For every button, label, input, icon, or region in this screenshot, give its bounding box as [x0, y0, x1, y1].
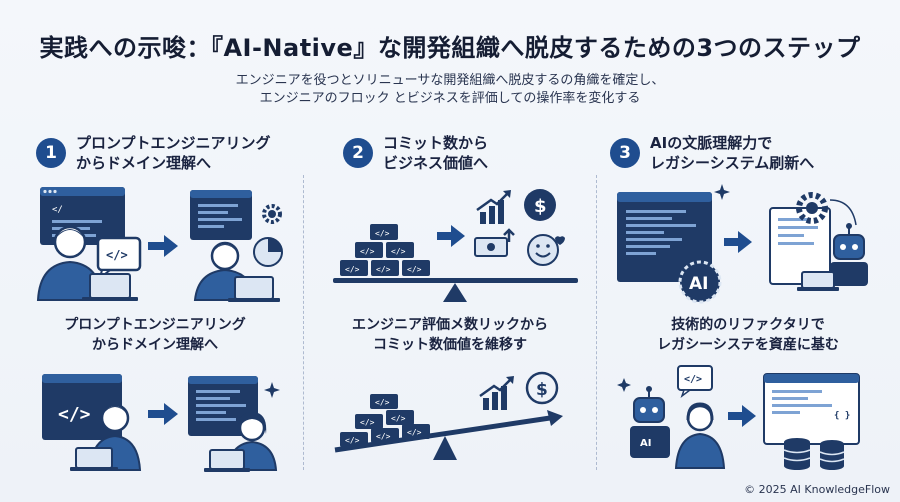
- step-3-caption-line-2: レガシーシステを資産に基む: [657, 337, 839, 353]
- laptop-icon: [228, 276, 280, 302]
- step-2-header: 2 コミット数から ビジネス価値へ: [343, 128, 488, 178]
- cycle-arrow-icon: [829, 199, 857, 226]
- column-divider-1: [303, 175, 304, 470]
- seesaw-icon: [333, 278, 578, 302]
- ai-glyph: AI: [640, 438, 651, 449]
- dollar-glyph: $: [536, 380, 548, 400]
- cash-icon: [474, 228, 515, 257]
- developer-icon: [88, 403, 142, 471]
- code-glyph: </>: [391, 247, 406, 256]
- step-3-bottom-illustration: </> AI { }: [617, 365, 860, 470]
- pie-chart-icon: [253, 237, 283, 267]
- step-1-header: 1 プロンプトエンジニアリング からドメイン理解へ: [36, 128, 271, 178]
- dollar-coin-icon: $: [525, 371, 559, 405]
- step-1-caption-line-2: からドメイン理解へ: [92, 337, 218, 353]
- code-glyph: </>: [375, 229, 390, 238]
- step-3-caption-line-1: 技術的のリファクタリで: [671, 317, 825, 333]
- gear-icon: [796, 192, 828, 224]
- step-2-bottom-illustration: </> </> </> </> </> </> $: [334, 371, 563, 460]
- code-glyph: </>: [360, 418, 375, 427]
- code-glyph: </>: [684, 374, 702, 385]
- step-3-top-illustration: AI: [617, 184, 868, 304]
- laptop-icon: [70, 447, 118, 471]
- code-glyph: </>: [360, 247, 375, 256]
- step-1-title-line-2: からドメイン理解へ: [76, 154, 212, 172]
- step-1-title-line-1: プロンプトエンジニアリング: [76, 134, 271, 152]
- step-1-caption: プロンプトエンジニアリング からドメイン理解へ: [5, 315, 305, 355]
- code-glyph: </>: [58, 404, 91, 425]
- step-1-caption-line-1: プロンプトエンジニアリング: [64, 317, 246, 333]
- step-2-caption-line-2: コミット数価値を維移す: [373, 337, 527, 353]
- speech-bubble-code-icon: </>: [677, 365, 713, 399]
- code-glyph: </>: [407, 428, 422, 437]
- developer-icon: [674, 402, 726, 469]
- code-window-icon: { }: [763, 373, 860, 445]
- dollar-glyph: $: [534, 196, 547, 217]
- step-1-top-illustration: </ </>: [36, 187, 283, 302]
- page-title: 実践への示唆：『AI-Native』な開発組織へ脱皮するための3つのステップ: [39, 34, 861, 62]
- step-3-caption: 技術的のリファクタリで レガシーシステを資産に基む: [598, 315, 898, 355]
- code-window-icon: [617, 192, 712, 282]
- arrow-right-icon: [437, 225, 465, 247]
- sparkle-icon: [264, 382, 280, 398]
- smile-icon: [527, 234, 565, 266]
- code-glyph: </>: [376, 432, 391, 441]
- sparkle-icon: [617, 378, 631, 392]
- column-divider-2: [596, 175, 597, 470]
- step-3-number: 3: [610, 138, 640, 168]
- bar-chart-icon: [479, 376, 514, 410]
- step-3-header: 3 AIの文脈理解力で レガシーシステム刷新へ: [610, 128, 814, 178]
- code-glyph: </>: [106, 248, 128, 262]
- code-glyph: </>: [391, 414, 406, 423]
- ai-glyph: AI: [689, 274, 708, 294]
- code-glyph: </>: [375, 398, 390, 407]
- step-2-title-line-1: コミット数から: [383, 134, 489, 152]
- gear-icon: [262, 204, 282, 224]
- speech-bubble-code-icon: </>: [96, 236, 142, 281]
- dollar-coin-icon: $: [524, 189, 556, 221]
- subtitle-line-1: エンジニアを役つとソリニューサな開発組織へ脱皮するの角織を確定し、: [235, 73, 665, 88]
- code-glyph: </: [52, 205, 63, 215]
- document-icon: [769, 207, 831, 285]
- step-2-caption-line-1: エンジニア評価メ数リックから: [352, 317, 548, 333]
- database-icon: [819, 440, 845, 470]
- code-glyph: </>: [376, 265, 391, 274]
- step-2-number: 2: [343, 138, 373, 168]
- arrow-right-icon: [148, 235, 178, 257]
- subtitle-line-2: エンジニアのフロック とビジネスを評価しての操作率を変化する: [259, 91, 641, 106]
- arrow-right-icon: [148, 403, 178, 425]
- step-2-title: コミット数から ビジネス価値へ: [383, 133, 488, 173]
- step-1-bottom-illustration: </>: [42, 374, 280, 472]
- code-glyph: </>: [345, 265, 360, 274]
- bar-chart-icon: [476, 190, 511, 224]
- copyright-footer: © 2025 AI KnowledgeFlow: [744, 483, 890, 496]
- step-3-title: AIの文脈理解力で レガシーシステム刷新へ: [650, 133, 814, 173]
- step-3-title-line-2: レガシーシステム刷新へ: [650, 154, 815, 172]
- sparkle-icon: [714, 184, 730, 200]
- laptop-icon: [82, 273, 138, 301]
- step-3-title-line-1: AIの文脈理解力で: [650, 134, 773, 152]
- brace-glyph: { }: [834, 411, 850, 421]
- page-subtitle: エンジニアを役つとソリニューサな開発組織へ脱皮するの角織を確定し、 エンジニアの…: [0, 72, 900, 108]
- step-1-title: プロンプトエンジニアリング からドメイン理解へ: [76, 133, 271, 173]
- code-block-stack-icon: </> </> </> </> </> </>: [340, 224, 430, 276]
- step-1-number: 1: [36, 138, 66, 168]
- laptop-icon: [797, 271, 839, 291]
- code-glyph: </>: [345, 436, 360, 445]
- step-2-title-line-2: ビジネス価値へ: [383, 154, 489, 172]
- robot-icon: AI: [630, 386, 670, 458]
- seesaw-tilted-icon: [334, 410, 563, 460]
- step-2-caption: エンジニア評価メ数リックから コミット数価値を維移す: [300, 315, 600, 355]
- robot-icon: [830, 223, 868, 286]
- step-2-top-illustration: </> </> </> </> </> </> $: [333, 189, 578, 302]
- code-window-icon: [190, 190, 252, 240]
- database-icon: [783, 438, 811, 470]
- ai-chip-icon: AI: [678, 260, 722, 304]
- arrow-right-icon: [728, 405, 756, 427]
- arrow-right-icon: [724, 231, 752, 253]
- code-glyph: </>: [407, 265, 422, 274]
- laptop-icon: [204, 449, 250, 472]
